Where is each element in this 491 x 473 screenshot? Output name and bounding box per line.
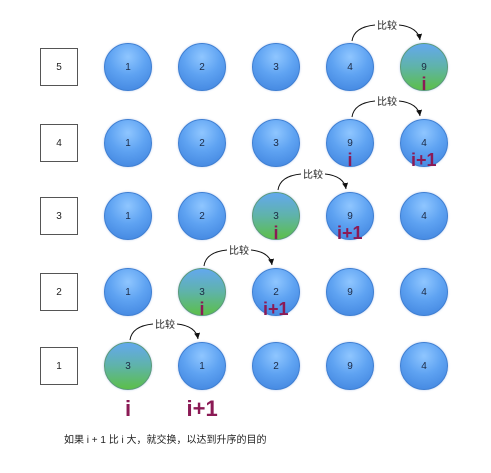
value-ball: 2 — [178, 43, 226, 91]
pointer-i: i — [421, 74, 427, 94]
value-ball: 2 — [178, 192, 226, 240]
compare-arrow-right — [398, 100, 423, 117]
caption: 如果 i + 1 比 i 大，就交换，以达到升序的目的 — [64, 435, 267, 446]
value-ball: 9 — [326, 119, 374, 167]
compare-label: 比较 — [377, 21, 397, 32]
compare-arrow-right — [324, 173, 349, 190]
value-ball: 3 — [178, 268, 226, 316]
step-box-1: 1 — [40, 347, 78, 385]
compare-line-left — [129, 323, 154, 341]
value-ball: 3 — [252, 43, 300, 91]
value-ball: 1 — [178, 342, 226, 390]
value-ball: 2 — [252, 268, 300, 316]
compare-arrow-right — [176, 323, 201, 340]
compare-label: 比较 — [229, 246, 249, 257]
compare-label: 比较 — [303, 170, 323, 181]
pointer-i: i — [347, 150, 353, 170]
step-box-4: 4 — [40, 124, 78, 162]
value-ball: 3 — [252, 119, 300, 167]
value-ball: 1 — [104, 192, 152, 240]
compare-label: 比较 — [377, 97, 397, 108]
compare-line-left — [351, 24, 376, 42]
pointer-i-plus-1: i+1 — [263, 299, 289, 319]
value-ball: 9 — [400, 43, 448, 91]
value-ball: 3 — [104, 342, 152, 390]
value-ball: 9 — [326, 192, 374, 240]
pointer-i: i — [199, 299, 205, 319]
value-ball: 2 — [178, 119, 226, 167]
compare-arrow-right — [250, 249, 275, 266]
step-box-2: 2 — [40, 273, 78, 311]
compare-arrow-right — [398, 24, 423, 41]
value-ball: 1 — [104, 43, 152, 91]
value-ball: 3 — [252, 192, 300, 240]
value-ball: 4 — [400, 119, 448, 167]
value-ball: 4 — [326, 43, 374, 91]
value-ball: 9 — [326, 342, 374, 390]
step-box-3: 3 — [40, 197, 78, 235]
value-ball: 4 — [400, 192, 448, 240]
value-ball: 1 — [104, 119, 152, 167]
compare-line-left — [351, 100, 376, 118]
value-ball: 4 — [400, 268, 448, 316]
compare-label: 比较 — [155, 320, 175, 331]
step-box-5: 5 — [40, 48, 78, 86]
pointer-i-plus-1: i+1 — [186, 396, 218, 421]
value-ball: 9 — [326, 268, 374, 316]
pointer-i-plus-1: i+1 — [411, 150, 437, 170]
pointer-i: i — [273, 223, 279, 243]
compare-line-left — [203, 249, 228, 267]
value-ball: 2 — [252, 342, 300, 390]
pointer-i: i — [125, 396, 132, 421]
compare-line-left — [277, 173, 302, 191]
value-ball: 4 — [400, 342, 448, 390]
pointer-i-plus-1: i+1 — [337, 223, 363, 243]
value-ball: 1 — [104, 268, 152, 316]
